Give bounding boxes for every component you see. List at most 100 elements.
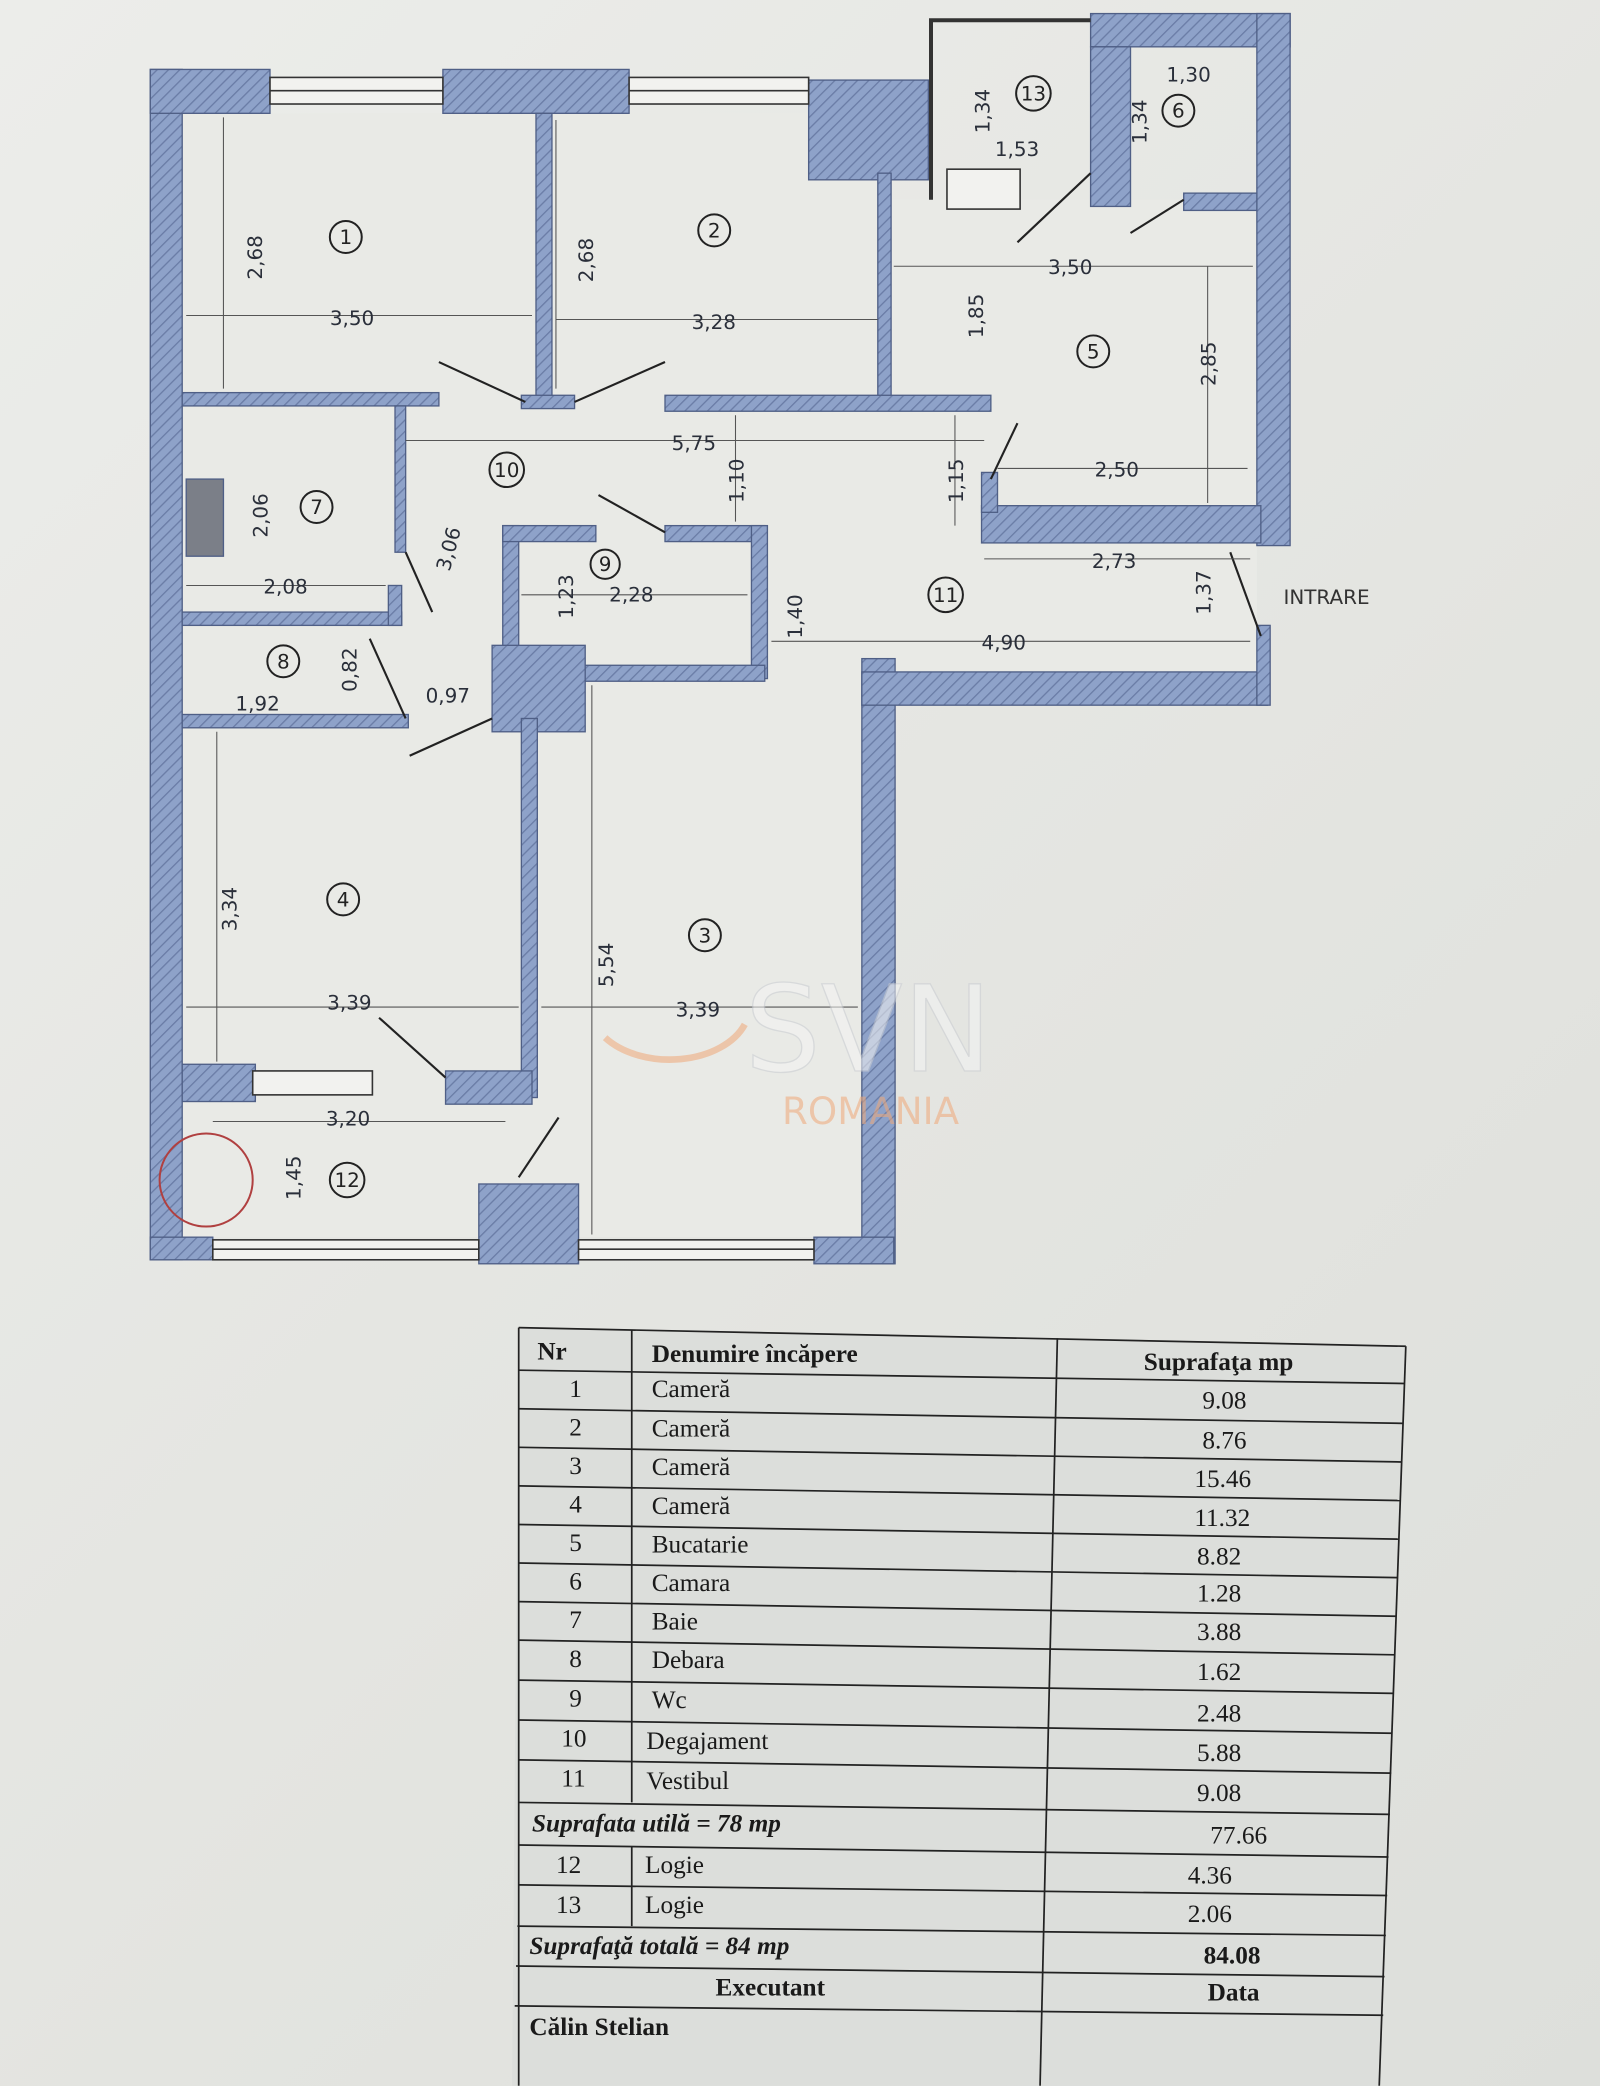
area-table: Nr Denumire încăpere Suprafaţa mp 1 Came… [512,1326,1407,2086]
row-area: 4.36 [1188,1862,1232,1890]
watermark-brand: SVN [745,961,992,1100]
room-number: 13 [1021,81,1046,105]
row-nr: 8 [569,1645,582,1673]
row-nr: 6 [569,1568,582,1596]
dim-label: 1,34 [1127,100,1151,144]
row-name: Debara [652,1646,725,1674]
row-nr: 5 [569,1529,582,1557]
dim-label: 1,37 [1191,570,1215,614]
dim-label: 3,28 [692,310,736,334]
dim-label: 3,50 [330,306,374,330]
row-name: Vestibul [646,1767,729,1795]
executant-label: Executant [716,1973,826,2001]
row-area: 8.82 [1197,1542,1241,1570]
room-number: 3 [699,923,712,947]
room-number: 7 [310,495,323,519]
row-nr: 7 [569,1606,582,1634]
room-number: 11 [933,583,958,607]
watermark-logo: SVN ROMANIA [602,960,993,1133]
room-number: 2 [708,218,721,242]
row-area: 8.76 [1202,1427,1246,1455]
row-name: Camara [652,1569,731,1597]
row-name: Degajament [646,1727,768,1755]
windows [212,18,1091,1261]
dim-label: 3,39 [327,991,371,1015]
row-nr: 2 [569,1413,582,1441]
dim-label: 1,92 [235,691,279,715]
row-nr: 1 [569,1375,582,1403]
row-area: 15.46 [1194,1465,1251,1493]
row-nr: 3 [569,1452,582,1480]
row-name: Cameră [652,1375,731,1403]
walls [149,12,1291,1265]
dim-label: 3,34 [218,887,242,931]
dim-label: 3,50 [1048,255,1092,279]
header-area: Suprafaţa mp [1144,1348,1294,1376]
row-name: Bucatarie [652,1530,749,1558]
total-area-value: 84.08 [1204,1941,1261,1969]
row-area: 1.28 [1197,1580,1241,1608]
dim-label: 2,68 [243,235,267,279]
row-area: 11.32 [1194,1504,1250,1532]
room-number: 9 [599,552,612,576]
entrance-label: INTRARE [1283,585,1369,609]
row-nr: 11 [561,1764,585,1792]
row-name: Cameră [652,1492,731,1520]
total-area-label: Suprafaţă totală = 84 mp [529,1932,789,1960]
dim-label: 1,45 [282,1156,306,1200]
row-nr: 4 [569,1490,582,1518]
dim-label: 0,97 [426,684,470,708]
room-number: 4 [337,887,350,911]
dim-label: 2,08 [263,574,307,598]
row-area: 1.62 [1197,1658,1241,1686]
room-number: 8 [277,649,290,673]
room-numbers [158,75,1196,1228]
room-number: 1 [339,225,352,249]
row-nr: 9 [569,1685,582,1713]
row-area: 3.88 [1197,1618,1241,1646]
dim-label: 1,15 [944,459,968,503]
dimension-labels: 2,68 3,50 2,68 3,28 1,34 1,53 1,30 1,34 … [218,62,1221,1200]
row-name: Cameră [652,1453,731,1481]
dim-label: 2,28 [609,582,653,606]
dim-label: 2,06 [248,493,272,537]
row-nr: 10 [561,1725,586,1753]
row-area: 9.08 [1197,1779,1241,1807]
row-nr: 13 [556,1891,581,1919]
dim-label: 1,85 [964,294,988,338]
dim-label: 1,34 [971,89,995,133]
dim-label: 0,82 [337,647,361,691]
dim-label: 5,54 [594,943,618,987]
header-name: Denumire încăpere [652,1340,858,1368]
dim-label: 3,39 [676,997,720,1021]
dim-label: 2,85 [1197,342,1221,386]
row-name: Logie [645,1891,704,1919]
room-number: 12 [334,1168,359,1192]
door-swings [368,172,1262,1178]
dim-label: 4,90 [982,630,1026,654]
row-name: Baie [652,1608,698,1636]
room-number: 6 [1172,99,1185,123]
header-nr: Nr [537,1338,566,1366]
useful-area-label: Suprafata utilă = 78 mp [532,1810,781,1838]
room-number: 5 [1087,339,1100,363]
row-area: 9.08 [1202,1387,1246,1415]
dim-label: 1,10 [724,459,748,503]
row-name: Wc [652,1686,687,1714]
watermark-sub: ROMANIA [782,1089,960,1133]
dim-label: 1,53 [995,137,1039,161]
row-area: 5.88 [1197,1739,1241,1767]
room-number: 10 [494,458,519,482]
row-area: 2.06 [1188,1900,1232,1928]
room-number-labels: 1 2 3 4 5 6 7 8 9 10 11 12 13 [277,81,1185,1192]
executant-name: Călin Stelian [529,2013,669,2041]
row-name: Cameră [652,1415,731,1443]
dim-label: 3,20 [326,1106,370,1130]
dim-label: 1,30 [1166,62,1210,86]
table-rows: 1 Cameră 9.08 2 Cameră 8.76 3 Cameră 15.… [561,1375,1251,1807]
date-label: Data [1208,1979,1260,2007]
dim-label: 2,50 [1095,457,1139,481]
dim-label: 1,40 [783,594,807,638]
